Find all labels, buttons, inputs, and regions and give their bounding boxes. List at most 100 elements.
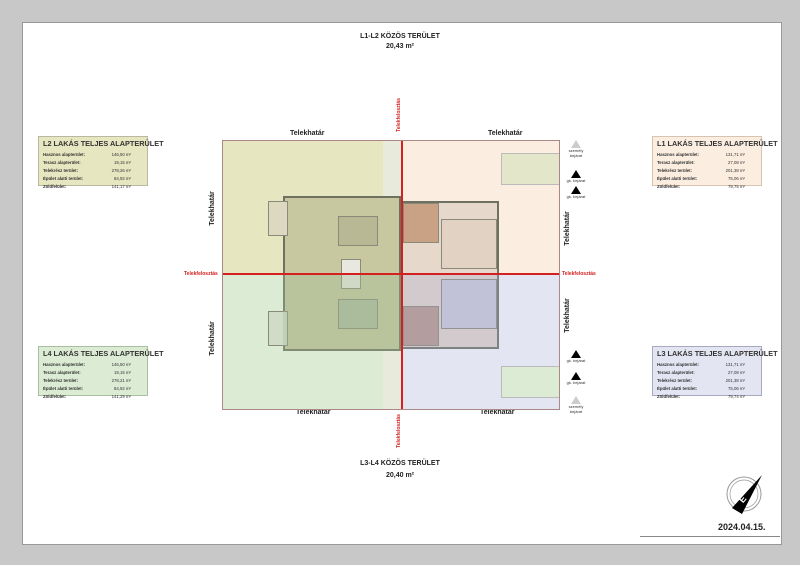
- boundary-label-right-top: Telekhatár: [563, 211, 571, 246]
- entrance-label: gk. bejárat: [566, 194, 586, 199]
- stat-label: Terasz alapterület:: [43, 159, 81, 165]
- unit-stat-row: Zöldfelület:141,17 m²: [43, 182, 143, 190]
- car-entrance-top-2: gk. bejárat: [566, 186, 586, 199]
- stat-label: Terasz alapterület:: [657, 369, 695, 375]
- person-entrance-bottom: személy bejárat: [566, 396, 586, 414]
- stat-label: Telekrész terület:: [43, 377, 79, 383]
- north-label: É: [737, 494, 749, 505]
- living-room: [441, 219, 497, 269]
- unit-stat-row: Épület alatti terület: 84,92 m²: [43, 174, 143, 182]
- stat-value: 278,26 m²: [111, 167, 131, 173]
- unit-title: L1 LAKÁS TELJES ALAPTERÜLET: [657, 139, 778, 148]
- entrance-label: személy bejárat: [568, 148, 584, 158]
- boundary-label-bottom-right: Telekhatár: [480, 409, 515, 416]
- boundary-label-right-bottom: Telekhatár: [563, 298, 571, 333]
- division-label-bottom: Telekfelosztás: [395, 414, 402, 448]
- unit-box-l4: L4 LAKÁS TELJES ALAPTERÜLET Hasznos alap…: [38, 346, 164, 399]
- unit-stat-row: Hasznos alapterület: 131,71 m²: [657, 360, 757, 368]
- living-room: [441, 279, 497, 329]
- entrance-label: gk. bejárat: [566, 178, 586, 183]
- boundary-label-top-left: Telekhatár: [290, 130, 325, 137]
- stat-label: Épület alatti terület:: [657, 385, 698, 391]
- stat-label: Telekrész terület:: [657, 377, 693, 383]
- stat-value: 131,71 m²: [725, 151, 745, 157]
- date-label: 2024.04.15.: [718, 522, 766, 532]
- room: [338, 216, 378, 246]
- common-area-top-value: 20,43 m²: [385, 43, 415, 50]
- stat-value: 27,08 m²: [728, 159, 745, 165]
- room: [338, 299, 378, 329]
- unit-stat-row: Épület alatti terület: 84,92 m²: [43, 384, 143, 392]
- site-plan: [222, 140, 560, 410]
- stat-value: 278,21 m²: [111, 377, 131, 383]
- parking-l3: [501, 366, 559, 398]
- stat-value: 84,92 m²: [114, 175, 131, 181]
- unit-title: L4 LAKÁS TELJES ALAPTERÜLET: [43, 349, 164, 358]
- division-line-vertical: [401, 141, 403, 409]
- stat-value: 79,74 m²: [728, 393, 745, 399]
- unit-stat-row: Terasz alapterület: 27,08 m²: [657, 368, 757, 376]
- bedroom: [403, 306, 439, 346]
- stat-label: Hasznos alapterület:: [43, 151, 86, 157]
- entrance-label: gk. bejárat: [566, 358, 586, 363]
- stat-value: 201,38 m²: [725, 377, 745, 383]
- stat-value: 75,06 m²: [728, 385, 745, 391]
- unit-stat-row: Terasz alapterület:19,15 m²: [43, 158, 143, 166]
- stat-label: Zöldfelület:: [657, 393, 681, 399]
- title-block-divider: [640, 536, 780, 537]
- stat-label: Épület alatti terület:: [43, 385, 84, 391]
- stat-label: Zöldfelület:: [43, 393, 67, 399]
- stat-label: Telekrész terület:: [43, 167, 79, 173]
- unit-stat-row: Telekrész terület: 201,38 m²: [657, 376, 757, 384]
- unit-stat-row: Telekrész terület: 278,26 m²: [43, 166, 143, 174]
- parking-l1: [501, 153, 559, 185]
- stat-value: 79,75 m²: [728, 183, 745, 189]
- division-label-left: Telekfelosztás: [184, 271, 218, 277]
- stat-value: 131,71 m²: [725, 361, 745, 367]
- stat-label: Hasznos alapterület:: [43, 361, 86, 367]
- stat-value: 75,06 m²: [728, 175, 745, 181]
- unit-stat-row: Terasz alapterület:27,08 m²: [657, 158, 757, 166]
- stat-value: 146,50 m²: [111, 151, 131, 157]
- stat-value: 141,29 m²: [111, 393, 131, 399]
- person-entrance-top: személy bejárat: [566, 140, 586, 158]
- car-entrance-top-1: gk. bejárat: [566, 170, 586, 183]
- stat-label: Épület alatti terület:: [657, 175, 698, 181]
- entrance-label: személy bejárat: [568, 404, 584, 414]
- unit-stat-row: Hasznos alapterület: 146,50 m²: [43, 360, 143, 368]
- common-area-top-title: L1-L2 KÖZÖS TERÜLET: [360, 33, 440, 40]
- unit-box-l3: L3 LAKÁS TELJES ALAPTERÜLET Hasznos alap…: [652, 346, 778, 399]
- unit-title: L3 LAKÁS TELJES ALAPTERÜLET: [657, 349, 778, 358]
- stat-value: 27,08 m²: [728, 369, 745, 375]
- north-arrow-icon: É: [726, 475, 762, 514]
- boundary-label-top-right: Telekhatár: [488, 130, 523, 137]
- stat-label: Telekrész terület:: [657, 167, 693, 173]
- division-label-top: Telekfelosztás: [395, 98, 402, 132]
- terrace: [268, 201, 288, 236]
- common-area-bottom-title: L3-L4 KÖZÖS TERÜLET: [360, 460, 440, 467]
- stat-value: 19,15 m²: [114, 369, 131, 375]
- stat-label: Hasznos alapterület:: [657, 151, 700, 157]
- stat-label: Terasz alapterület:: [43, 369, 81, 375]
- unit-box-l2: L2 LAKÁS TELJES ALAPTERÜLET Hasznos alap…: [38, 136, 164, 189]
- unit-stat-row: Zöldfelület: 79,75 m²: [657, 182, 757, 190]
- unit-stat-row: Épület alatti terület: 75,06 m²: [657, 174, 757, 182]
- unit-stat-row: Telekrész terület: 278,21 m²: [43, 376, 143, 384]
- boundary-label-left-top: Telekhatár: [208, 191, 216, 226]
- stat-value: 201,38 m²: [725, 167, 745, 173]
- unit-box-l1: L1 LAKÁS TELJES ALAPTERÜLET Hasznos alap…: [652, 136, 778, 189]
- bedroom: [403, 203, 439, 243]
- stat-label: Épület alatti terület:: [43, 175, 84, 181]
- building-left-lower-tint: [283, 274, 401, 351]
- stat-label: Zöldfelület:: [657, 183, 681, 189]
- division-line-horizontal: [223, 273, 559, 275]
- unit-stat-row: Épület alatti terület: 75,06 m²: [657, 384, 757, 392]
- boundary-label-bottom-left: Telekhatár: [296, 409, 331, 416]
- terrace: [268, 311, 288, 346]
- unit-stat-row: Telekrész terület: 201,38 m²: [657, 166, 757, 174]
- stat-value: 84,92 m²: [114, 385, 131, 391]
- stat-label: Zöldfelület:: [43, 183, 67, 189]
- stat-value: 146,50 m²: [111, 361, 131, 367]
- car-entrance-bottom-2: gk. bejárat: [566, 372, 586, 385]
- stat-label: Hasznos alapterület:: [657, 361, 700, 367]
